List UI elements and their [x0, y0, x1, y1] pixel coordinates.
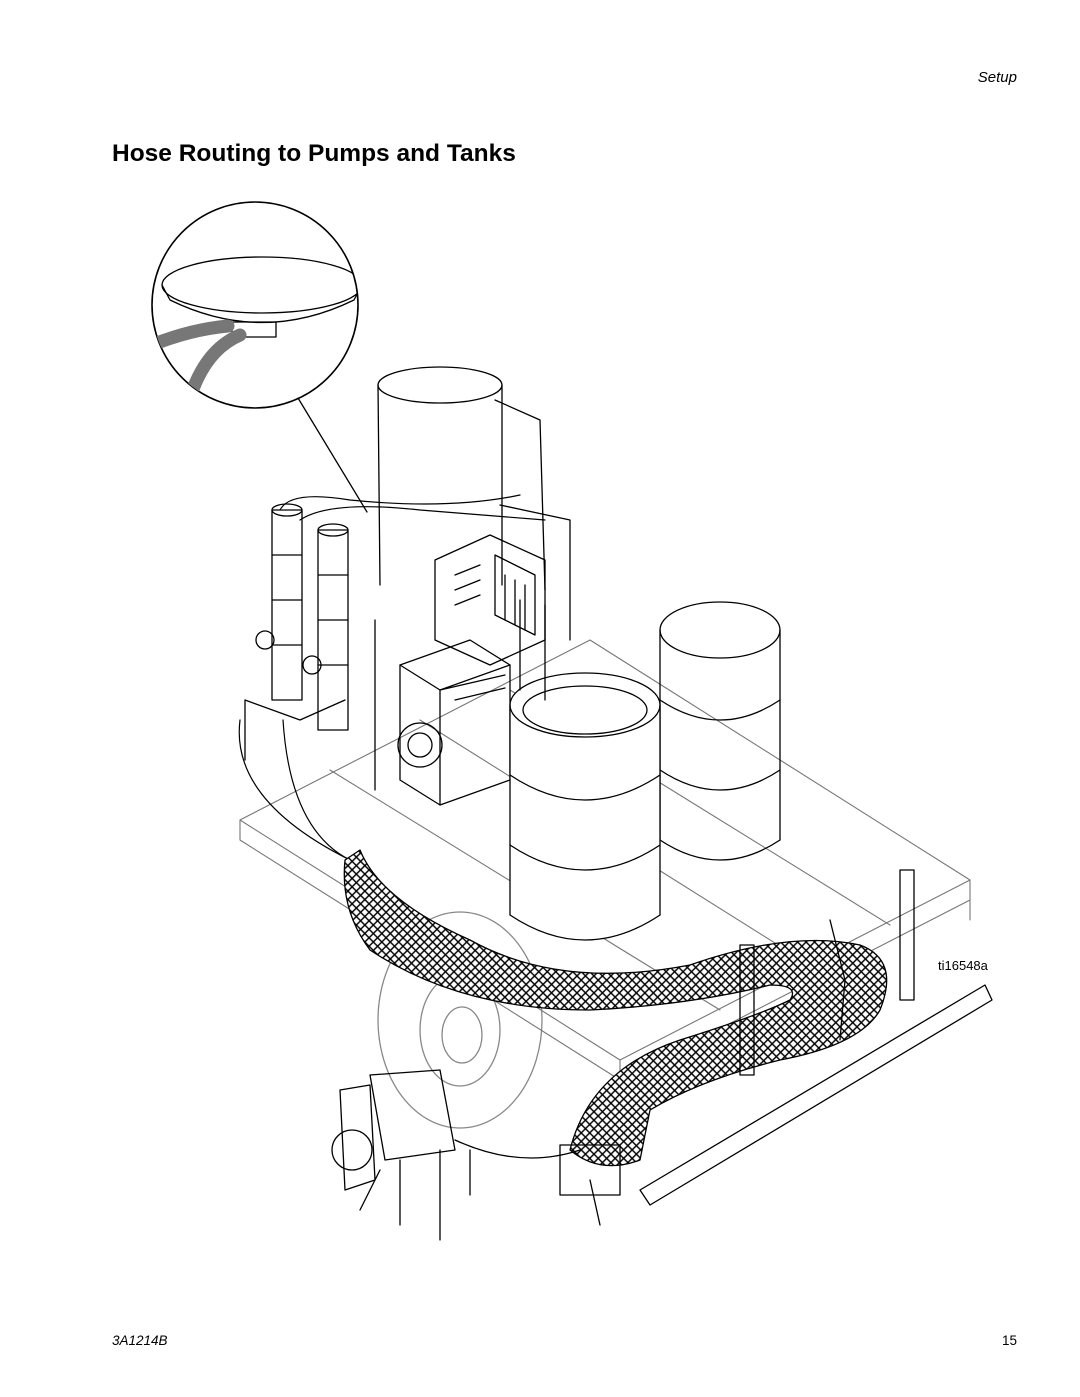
spray-gun-assembly	[331, 1069, 621, 1241]
document-number: 3A1214B	[112, 1333, 168, 1348]
zoom-detail-callout	[151, 201, 368, 513]
air-compressor	[434, 534, 546, 666]
figure-id: ti16548a	[938, 958, 988, 973]
engine	[397, 639, 511, 806]
hose-routing-illustration	[151, 201, 993, 1241]
page-number: 15	[1001, 1333, 1017, 1348]
hose-lines	[238, 494, 546, 861]
heated-hose-bundle	[343, 849, 888, 1167]
material-drum-rear	[659, 601, 781, 861]
material-drum-front	[509, 599, 661, 941]
trailer-tongue	[639, 869, 993, 1206]
proportioner-pumps	[244, 503, 376, 791]
air-tank	[377, 366, 571, 641]
page-title: Hose Routing to Pumps and Tanks	[112, 140, 516, 167]
section-header: Setup	[977, 69, 1017, 86]
